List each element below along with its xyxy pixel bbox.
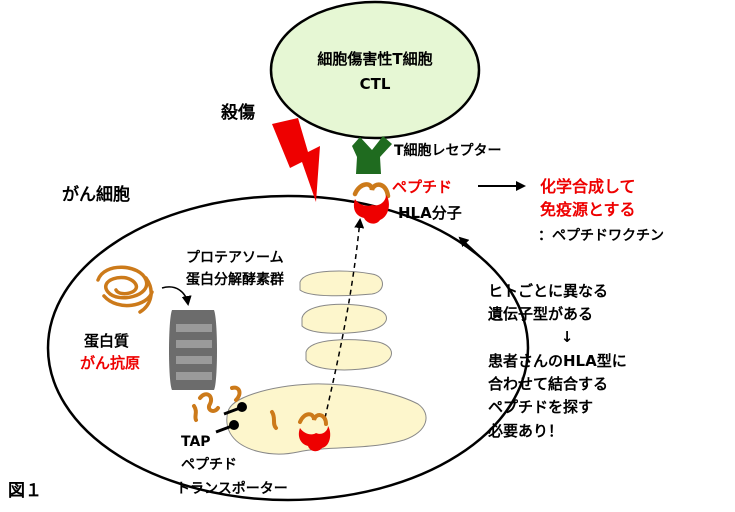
protein-to-proteasome-arrow <box>161 286 192 306</box>
proteasome-icon <box>169 310 217 390</box>
peptide-fragment-3 <box>192 404 198 422</box>
hla-note-line-3: 患者さんのHLA型に <box>488 352 627 370</box>
peptide-fragment-1 <box>198 392 220 413</box>
hla-molecule-icon <box>353 195 389 224</box>
killing-lightning-icon <box>272 118 320 202</box>
cancer-antigen-label: がん抗原 <box>80 354 140 372</box>
peptide-transport-path <box>324 218 365 419</box>
synthesis-line-2: 免疫源とする <box>540 200 636 219</box>
t-cell-receptor-icon <box>352 136 392 174</box>
proteasome-label-1: プロテアソーム <box>186 250 284 266</box>
hla-note-line-4: 合わせて結合する <box>487 375 608 393</box>
killing-label: 殺傷 <box>220 102 255 123</box>
hla-note-line-1: ヒトごとに異なる <box>488 282 608 300</box>
tap-label-1: TAP <box>181 434 211 450</box>
tap-transporter-icon <box>215 402 247 434</box>
tcr-label: T細胞レセプター <box>394 142 502 159</box>
protein-label: 蛋白質 <box>84 332 129 350</box>
hla-note-line-6: 必要あり！ <box>487 422 563 440</box>
hla-note-down-arrow: ↓ <box>561 328 574 346</box>
er-stack-2 <box>301 303 387 334</box>
t-cell <box>269 0 481 140</box>
er-stack-3 <box>305 339 392 371</box>
presented-peptide-icon <box>352 182 391 199</box>
t-cell-abbrev: CTL <box>360 75 391 93</box>
hla-note-line-5: ペプチドを探す <box>488 398 593 416</box>
er-stack-1 <box>299 270 383 297</box>
hla-note-line-2: 遺伝子型がある <box>487 305 593 323</box>
figure-label: 図１ <box>8 481 42 501</box>
tap-label-2: ペプチド <box>181 457 237 473</box>
cancer-antigen-protein-icon <box>96 265 154 314</box>
peptide-fragment-2 <box>230 385 242 402</box>
cancer-cell-label: がん細胞 <box>62 184 130 205</box>
synthesis-line-3: ：ペプチドワクチン <box>538 228 664 244</box>
peptide-label: ペプチド <box>392 178 452 196</box>
synthesis-line-1: 化学合成して <box>540 177 636 196</box>
er-hla-icon <box>298 426 331 452</box>
peptide-fragment-4 <box>270 410 278 430</box>
er-peptide-icon <box>298 412 328 426</box>
tap-label-3: トランスポーター <box>176 480 288 497</box>
proteasome-label-2: 蛋白分解酵素群 <box>186 271 284 288</box>
hla-note-arrow <box>458 236 491 267</box>
t-cell-name: 細胞傷害性T細胞 <box>317 50 432 68</box>
hla-label: HLA分子 <box>398 204 462 222</box>
